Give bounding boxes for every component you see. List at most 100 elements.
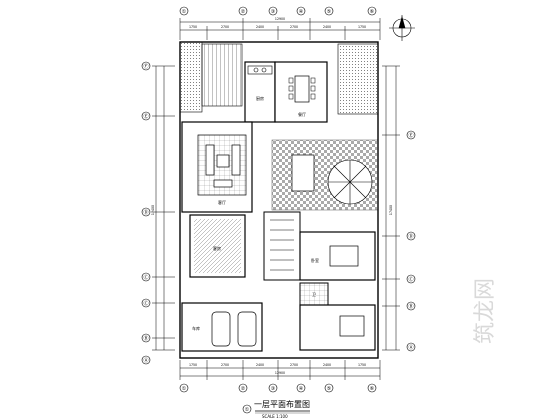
grid-bubble: ② <box>238 383 248 393</box>
grid-bubble: Ⓓ <box>406 231 416 241</box>
grid-label: ④ <box>299 9 304 15</box>
garage-room <box>181 302 263 352</box>
living-label: 客厅 <box>218 199 226 205</box>
wood-deck <box>201 43 243 107</box>
drawing-title: 一层平面布置图 <box>254 399 310 409</box>
corridor <box>263 211 301 281</box>
grid-bubble: Ⓐ <box>406 342 416 352</box>
grid-label: ④ <box>299 386 304 392</box>
grid-label: Ⓔ <box>408 132 413 139</box>
grid-label: ⑤ <box>327 386 331 392</box>
top-segment-dims: 1750 2700 2400 2700 2400 1750 <box>189 25 366 29</box>
grid-label: ② <box>241 9 246 15</box>
left-total-dim: 17400 <box>151 205 155 215</box>
grid-label: ⑥ <box>370 9 375 15</box>
sofa-set <box>205 144 241 188</box>
grid-bubble: ⑥ <box>367 6 377 16</box>
top-dim-4: 2700 <box>290 25 298 29</box>
grid-label: Ⓔ <box>143 113 148 120</box>
guest-label: 客房 <box>213 245 221 251</box>
bottom-dim-2: 2700 <box>221 363 229 367</box>
grid-bubble: Ⓔ <box>141 111 151 121</box>
grid-label: Ⓐ <box>408 344 413 351</box>
bed <box>329 245 359 267</box>
grid-bubble: ⑥ <box>367 383 377 393</box>
grid-label: Ⓒ <box>408 276 413 283</box>
grid-label: Ⓓ <box>143 209 148 216</box>
grid-bubble: Ⓔ <box>406 130 416 140</box>
bottom-dim-3: 2400 <box>256 363 264 367</box>
bottom-dim-6: 1750 <box>358 363 366 367</box>
kitchen-label: 厨房 <box>256 95 264 101</box>
grid-label: Ⓑ <box>408 303 413 310</box>
dining-label: 餐厅 <box>298 111 306 117</box>
top-dim-5: 2400 <box>323 25 331 29</box>
grid-label: Ⓑ <box>143 335 148 342</box>
grid-bubble: Ⓒ <box>141 298 151 308</box>
grid-label: Ⓐ <box>143 357 148 364</box>
right-dimension-lines <box>382 65 400 351</box>
bottom-dim-5: 2400 <box>323 363 331 367</box>
grid-label: ③ <box>271 9 275 15</box>
grid-label: Ⓓ <box>408 233 413 240</box>
watermark-text: 筑龙网 <box>473 278 498 344</box>
top-dim-3: 2400 <box>256 25 264 29</box>
terrace-area <box>179 41 203 113</box>
bottom-dim-4: 2700 <box>290 363 298 367</box>
sheet-marker: ① <box>245 407 250 413</box>
top-dim-2: 2700 <box>221 25 229 29</box>
grid-label: ① <box>182 386 187 392</box>
grid-label: ② <box>241 386 246 392</box>
top-dimension-lines <box>179 18 381 40</box>
right-total-dim: 17400 <box>389 205 393 215</box>
sheet-marker-circle <box>242 404 252 414</box>
guest-floor-pattern <box>194 219 241 273</box>
grid-label: Ⓕ <box>143 63 148 70</box>
bedroom-label: 卧室 <box>311 257 319 263</box>
bedroom-upper <box>299 231 376 281</box>
grid-bubble: Ⓕ <box>141 61 151 71</box>
grid-bubble: ① <box>179 383 189 393</box>
grid-bubble: Ⓑ <box>141 333 151 343</box>
grid-bubble: ④ <box>296 6 306 16</box>
grid-bubble: ③ <box>268 6 278 16</box>
top-dim-1: 1750 <box>189 25 197 29</box>
bathroom <box>299 282 329 306</box>
grid-label: Ⓒ <box>143 274 148 281</box>
grid-label: ① <box>182 9 187 15</box>
right-grid-bubbles: Ⓔ Ⓓ Ⓒ Ⓑ Ⓐ <box>406 130 416 352</box>
grid-bubble: ③ <box>268 383 278 393</box>
drawing-scale: SCALE 1:100 <box>262 414 288 419</box>
garden-lawn <box>337 43 379 115</box>
dining-chairs <box>288 77 316 100</box>
bottom-grid-bubbles: ① ② ③ ④ ⑤ ⑥ <box>179 383 377 393</box>
kitchen-counter <box>247 65 273 75</box>
dining-table <box>294 75 310 103</box>
bottom-segment-dims: 1750 2700 2400 2700 2400 1750 <box>189 363 366 367</box>
grid-bubble: ① <box>179 6 189 16</box>
grid-bubble: Ⓐ <box>141 355 151 365</box>
north-arrow-icon <box>389 15 415 41</box>
bottom-dim-1: 1750 <box>189 363 197 367</box>
stair-treads <box>270 219 294 271</box>
garage-label: 车库 <box>192 325 200 331</box>
grid-bubble: Ⓒ <box>141 272 151 282</box>
car-icon <box>211 311 257 347</box>
grid-label: ③ <box>271 386 275 392</box>
bed-lower <box>339 315 365 337</box>
grid-bubble: ② <box>238 6 248 16</box>
grid-label: ⑥ <box>370 386 375 392</box>
grid-bubble: ⑤ <box>324 383 334 393</box>
grid-bubble: ④ <box>296 383 306 393</box>
top-dim-6: 1750 <box>358 25 366 29</box>
umbrella-icon <box>327 159 373 205</box>
bottom-total-dim: 12900 <box>275 371 285 375</box>
left-dimension-lines <box>152 65 175 351</box>
kitchen-room <box>244 61 276 123</box>
top-grid-bubbles: ① ② ③ ④ ⑤ ⑥ <box>179 6 377 16</box>
grid-label: Ⓒ <box>143 300 148 307</box>
grid-bubble: Ⓑ <box>406 301 416 311</box>
grid-bubble: Ⓒ <box>406 274 416 284</box>
left-grid-bubbles: Ⓕ Ⓔ Ⓓ Ⓒ Ⓒ Ⓑ Ⓐ <box>141 61 151 365</box>
